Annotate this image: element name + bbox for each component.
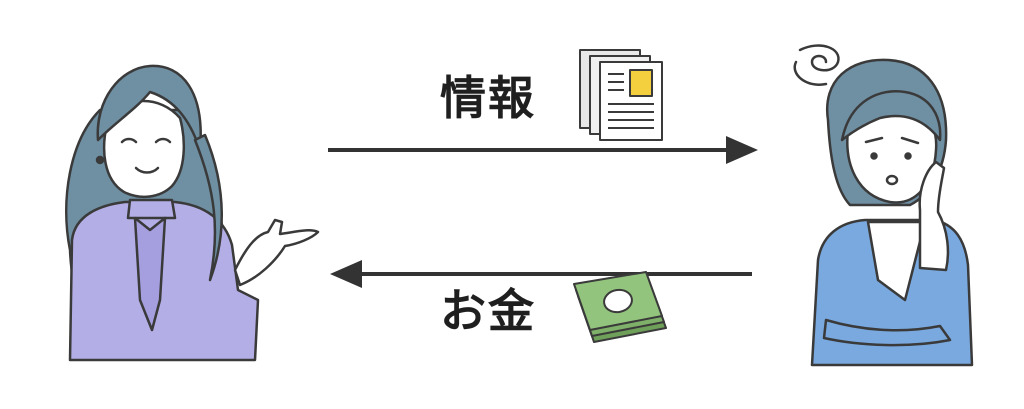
buyer-shirt (866, 220, 927, 302)
seller-hand (233, 218, 320, 287)
buyer-brow-left (864, 136, 884, 144)
seller-eye-right (154, 137, 172, 144)
arrow-information (328, 136, 758, 164)
confusion-swirl-icon (793, 44, 840, 86)
seller-hair-side (193, 133, 223, 282)
documents-icon (579, 49, 663, 141)
buyer-figure (793, 44, 974, 367)
banknotes-icon (573, 271, 667, 343)
buyer-eye-right (904, 152, 912, 160)
seller-blouse (68, 200, 260, 362)
buyer-hair-front (840, 90, 942, 142)
seller-earring (95, 155, 105, 165)
seller-figure (65, 64, 320, 362)
label-information: 情報 (440, 71, 536, 125)
label-money: お金 (440, 284, 536, 338)
seller-scarf (133, 216, 167, 332)
seller-collar (126, 198, 177, 220)
buyer-brow-right (900, 136, 920, 145)
buyer-arm (822, 318, 952, 347)
arrow-money (330, 260, 752, 288)
seller-smile (134, 166, 160, 174)
seller-eye-left (120, 137, 138, 144)
buyer-eye-left (870, 152, 878, 160)
seller-face (102, 99, 185, 199)
buyer-mouth (885, 174, 899, 186)
buyer-hand (918, 160, 950, 272)
